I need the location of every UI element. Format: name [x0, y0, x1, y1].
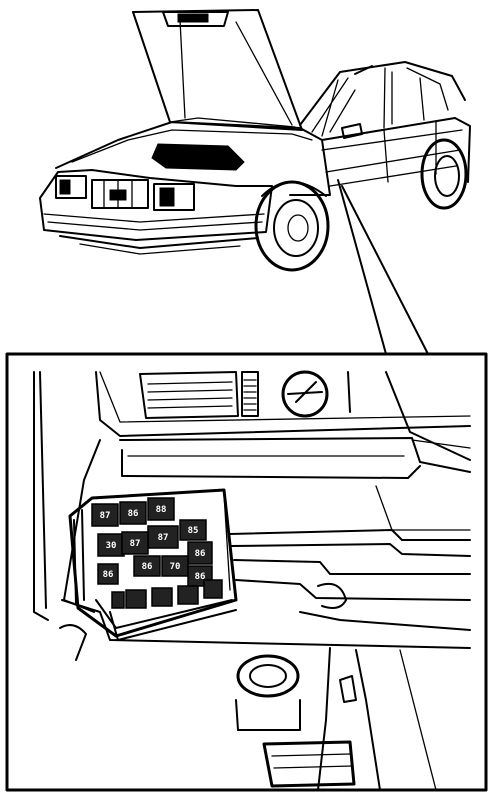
engine: [151, 143, 245, 171]
relay-r6: 30: [97, 533, 125, 557]
relay-r9: 86: [133, 555, 161, 577]
relay-label: 87: [158, 533, 169, 543]
relay-body: [147, 497, 175, 521]
detail-view: 87 86 88 85 87 30 87 86 86 70 86 86: [5, 352, 488, 792]
hood-latch: [162, 11, 229, 27]
relay-label: 85: [188, 526, 199, 536]
connector-block: [151, 587, 173, 607]
release-handle: [317, 582, 347, 609]
right-headlight: [153, 183, 195, 211]
relay-label: 86: [195, 549, 206, 559]
front-grille: [91, 179, 149, 209]
relay-label: 86: [103, 570, 114, 580]
relay-label: 88: [156, 505, 167, 515]
relay-label: 70: [170, 562, 181, 572]
relay-label: 86: [142, 562, 153, 572]
open-hood: [132, 9, 303, 131]
relay-body: [187, 541, 213, 565]
air-vent: [139, 371, 239, 419]
connector-block: [177, 585, 199, 605]
relay-body: [97, 563, 119, 585]
rear-wheel: [420, 138, 468, 210]
side-mirror: [341, 123, 363, 139]
relay-r10: 70: [161, 555, 189, 577]
relay-label: 30: [106, 541, 117, 551]
callout-line-left: [337, 179, 387, 355]
relay-label: 86: [195, 572, 206, 582]
relay-body: [91, 503, 119, 527]
steering-column: [235, 654, 301, 731]
cabin-roof: [299, 61, 466, 126]
relay-r7: 87: [121, 531, 149, 555]
front-bumper: [39, 169, 273, 241]
relay-r1: 87: [91, 503, 119, 527]
relay-r12: 86: [97, 563, 119, 585]
relay-label: 87: [130, 539, 141, 549]
callout-line-right: [341, 185, 429, 355]
relay-box: 87 86 88 85 87 30 87 86 86 70 86 86: [68, 488, 238, 641]
vent-thumbwheel: [241, 371, 259, 417]
relay-label: 86: [128, 509, 139, 519]
control-knob: [281, 370, 329, 418]
relay-body: [179, 519, 207, 541]
pedal: [262, 740, 356, 788]
relay-r2: 86: [119, 501, 147, 525]
connector-block: [203, 579, 223, 599]
detail-frame: [5, 352, 488, 792]
relay-r8: 86: [187, 541, 213, 565]
relay-r3: 88: [147, 497, 175, 521]
relay-r5: 87: [147, 525, 179, 549]
relay-grid: 87 86 88 85 87 30 87 86 86 70 86 86: [91, 497, 223, 609]
left-headlight: [55, 175, 87, 199]
relay-body: [121, 531, 149, 555]
relay-body: [119, 501, 147, 525]
relay-r4: 85: [179, 519, 207, 541]
relay-body: [133, 555, 161, 577]
front-wheel: [254, 180, 330, 272]
car-illustration: [39, 9, 471, 355]
connector-block: [125, 589, 147, 609]
connector-block: [111, 591, 125, 609]
relay-label: 87: [100, 511, 111, 521]
